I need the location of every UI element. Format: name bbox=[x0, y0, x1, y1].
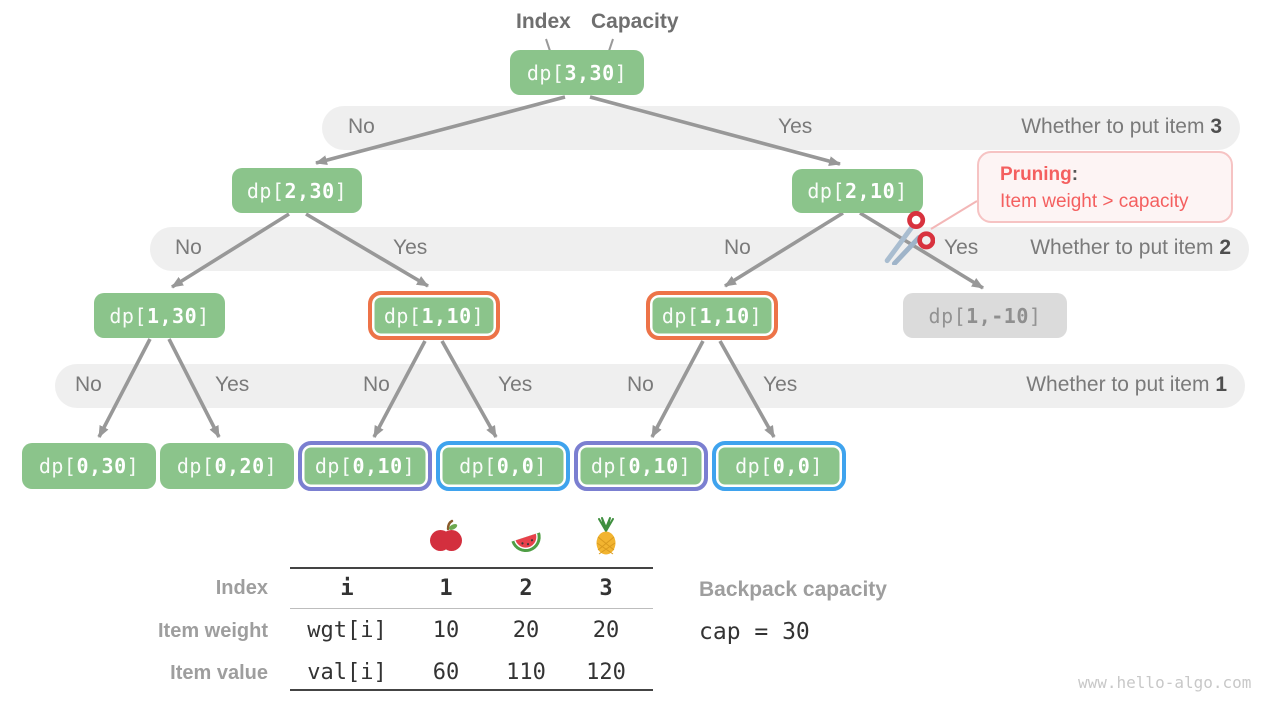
node-dp-0-0-right: dp[0,0] bbox=[712, 441, 846, 491]
apple-icon bbox=[428, 519, 464, 560]
node-dp-1-10-left: dp[1,10] bbox=[368, 291, 500, 340]
node-dp-0-20: dp[0,20] bbox=[160, 443, 294, 489]
node-dp-0-10-right: dp[0,10] bbox=[574, 441, 708, 491]
band-item-2: No Yes No Yes Whether to put item 2 bbox=[150, 227, 1249, 271]
backpack-capacity-label: Backpack capacity bbox=[699, 578, 887, 601]
node-dp-0-10-left: dp[0,10] bbox=[298, 441, 432, 491]
table-wgt-3: 20 bbox=[592, 618, 620, 643]
pineapple-icon bbox=[589, 517, 623, 562]
table-bottom-rule bbox=[290, 689, 653, 691]
node-dp-2-10: dp[2,10] bbox=[792, 169, 923, 213]
pruning-callout: Pruning: Item weight > capacity bbox=[977, 151, 1233, 223]
band1-yes-label-3: Yes bbox=[763, 373, 798, 396]
table-wgt-2: 20 bbox=[512, 618, 540, 643]
band-item-3: No Yes Whether to put item 3 bbox=[322, 106, 1240, 150]
node-dp-1-10-right: dp[1,10] bbox=[646, 291, 778, 340]
table-mid-rule bbox=[290, 608, 653, 609]
band1-no-label-1: No bbox=[75, 373, 102, 396]
node-dp-1-neg10-pruned: dp[1,-10] bbox=[903, 293, 1067, 338]
watermelon-icon bbox=[507, 520, 545, 561]
table-header-col-1: 1 bbox=[439, 576, 453, 601]
band2-question: Whether to put item 2 bbox=[1030, 236, 1231, 259]
band3-no-label: No bbox=[348, 115, 375, 138]
band1-no-label-3: No bbox=[627, 373, 654, 396]
band1-yes-label-2: Yes bbox=[498, 373, 533, 396]
backpack-capacity-value: cap = 30 bbox=[699, 619, 810, 645]
pruning-reason: Item weight > capacity bbox=[1000, 191, 1189, 212]
band2-yes-label-1: Yes bbox=[393, 236, 428, 259]
table-row-label-index: Index bbox=[215, 577, 268, 599]
band1-yes-label-1: Yes bbox=[215, 373, 250, 396]
pruning-title: Pruning bbox=[1000, 164, 1072, 185]
table-header-col-3: 3 bbox=[599, 576, 613, 601]
band3-question: Whether to put item 3 bbox=[1021, 115, 1222, 138]
band2-yes-label-2: Yes bbox=[944, 236, 979, 259]
table-val-2: 110 bbox=[506, 660, 546, 685]
capacity-annotation: Capacity bbox=[591, 10, 679, 33]
table-wgt-var: wgt[i] bbox=[307, 618, 387, 643]
band2-no-label-1: No bbox=[175, 236, 202, 259]
band3-yes-label: Yes bbox=[778, 115, 813, 138]
node-dp-2-30: dp[2,30] bbox=[232, 168, 362, 213]
table-val-3: 120 bbox=[586, 660, 626, 685]
node-dp-0-30: dp[0,30] bbox=[22, 443, 156, 489]
table-top-rule bbox=[290, 567, 653, 569]
table-val-var: val[i] bbox=[307, 660, 387, 685]
table-row-label-weight: Item weight bbox=[157, 620, 268, 642]
node-dp-1-30: dp[1,30] bbox=[94, 293, 225, 338]
band-item-1: No Yes No Yes No Yes Whether to put item… bbox=[55, 364, 1245, 408]
band1-question: Whether to put item 1 bbox=[1026, 373, 1227, 396]
node-dp-3-30: dp[3,30] bbox=[510, 50, 644, 95]
table-wgt-1: 10 bbox=[432, 618, 460, 643]
band2-no-label-2: No bbox=[724, 236, 751, 259]
table-row-label-value: Item value bbox=[170, 662, 268, 684]
table-header-var: i bbox=[340, 576, 354, 601]
scissors-icon bbox=[884, 211, 935, 265]
band1-no-label-2: No bbox=[363, 373, 390, 396]
watermark: www.hello-algo.com bbox=[1078, 673, 1252, 692]
index-annotation: Index bbox=[516, 10, 571, 33]
table-val-1: 60 bbox=[432, 660, 460, 685]
table-header-col-2: 2 bbox=[519, 576, 533, 601]
node-dp-0-0-left: dp[0,0] bbox=[436, 441, 570, 491]
